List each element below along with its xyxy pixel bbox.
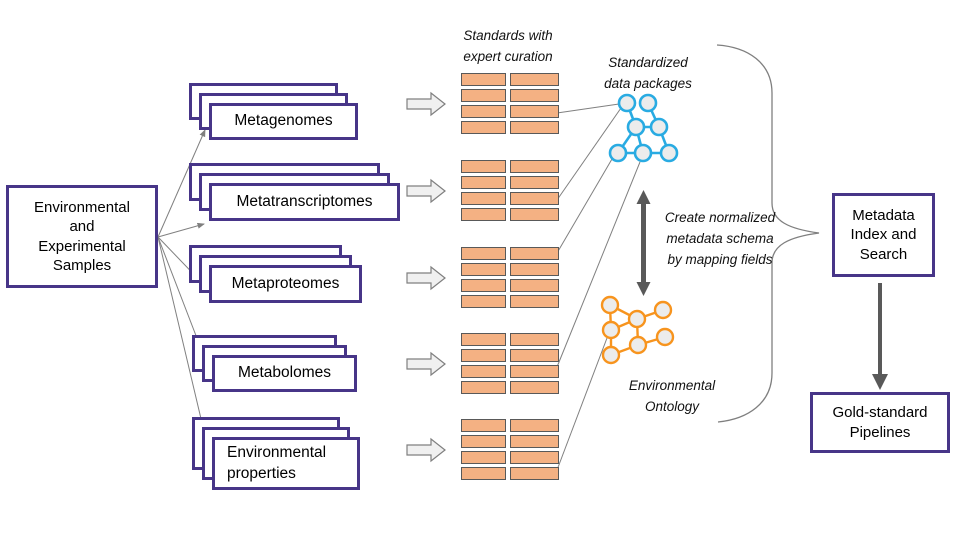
table-cell (461, 89, 506, 102)
metagenomes-box: Metagenomes (209, 103, 358, 140)
curation-block-arrows (406, 91, 446, 463)
table-cell (461, 381, 506, 394)
metaproteomes-box: Metaproteomes (209, 265, 362, 303)
table-cell (510, 451, 559, 464)
packages-heading: Standardized data packages (604, 55, 692, 91)
table-cell (510, 247, 559, 260)
table-cell (461, 73, 506, 86)
table-cell (510, 105, 559, 118)
table-cell (510, 263, 559, 276)
index-to-pipelines-arrow (872, 283, 888, 390)
table-cell (461, 435, 506, 448)
stack-metabolomes: Metabolomes (192, 335, 357, 392)
environmental-ontology-network (600, 295, 675, 365)
table-cell (461, 365, 506, 378)
table-cell (510, 295, 559, 308)
table-to-network-connectors (556, 103, 641, 471)
table-cell (510, 73, 559, 86)
standardized-data-packages-network (608, 93, 679, 163)
metadata-index-box: Metadata Index and Search (832, 193, 935, 277)
table-cell (461, 349, 506, 362)
table-cell (510, 176, 559, 189)
stack-metagenomes: Metagenomes (189, 83, 358, 140)
table-cell (461, 160, 506, 173)
stack-metaproteomes: Metaproteomes (189, 245, 362, 303)
curated-table-1 (461, 73, 559, 134)
environmental-properties-box: Environmental properties (212, 437, 360, 490)
mapping-note: Create normalized metadata schema by map… (664, 210, 776, 267)
table-cell (461, 263, 506, 276)
table-cell (510, 208, 559, 221)
table-cell (461, 192, 506, 205)
table-cell (461, 247, 506, 260)
table-cell (510, 89, 559, 102)
table-cell (510, 467, 559, 480)
samples-box: Environmental and Experimental Samples (6, 185, 158, 288)
table-cell (461, 467, 506, 480)
mapping-double-arrow (636, 190, 651, 296)
table-cell (510, 279, 559, 292)
table-cell (461, 121, 506, 134)
table-cell (510, 419, 559, 432)
table-cell (510, 365, 559, 378)
stack-environmental-properties: Environmental properties (192, 417, 360, 490)
table-cell (510, 192, 559, 205)
curated-table-2 (461, 160, 559, 221)
stack-metatranscriptomes: Metatranscriptomes (189, 163, 400, 221)
metabolomes-box: Metabolomes (212, 355, 357, 392)
table-cell (461, 419, 506, 432)
gathering-brace (716, 44, 820, 423)
ontology-heading: Environmental Ontology (628, 378, 716, 414)
table-cell (461, 295, 506, 308)
table-cell (461, 333, 506, 346)
table-cell (510, 349, 559, 362)
table-cell (510, 333, 559, 346)
table-cell (461, 208, 506, 221)
table-cell (510, 435, 559, 448)
table-cell (510, 381, 559, 394)
curation-heading: Standards with expert curation (463, 28, 553, 64)
table-cell (461, 105, 506, 118)
curated-table-4 (461, 333, 559, 394)
table-cell (461, 176, 506, 189)
table-cell (461, 279, 506, 292)
table-cell (510, 160, 559, 173)
table-cell (461, 451, 506, 464)
pipelines-box: Gold-standard Pipelines (810, 392, 950, 453)
table-cell (510, 121, 559, 134)
metatranscriptomes-box: Metatranscriptomes (209, 183, 400, 221)
curated-table-3 (461, 247, 559, 308)
curated-table-5 (461, 419, 559, 480)
